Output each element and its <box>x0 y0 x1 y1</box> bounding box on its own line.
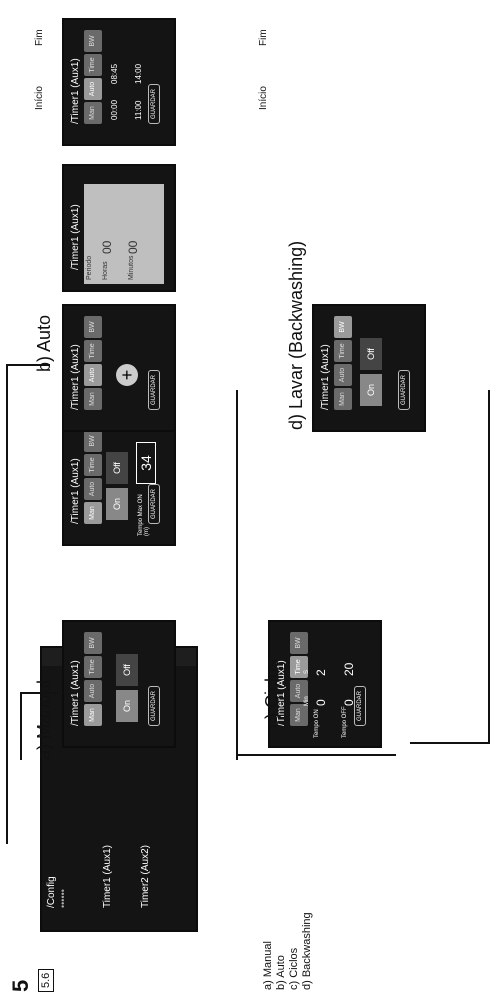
tab-man[interactable]: Man <box>84 704 102 726</box>
timer-title: /Timer1 (Aux1) <box>70 58 81 124</box>
on-button[interactable]: On <box>106 488 128 520</box>
save-button[interactable]: GUARDAR <box>354 686 366 726</box>
connector-line <box>6 364 8 844</box>
figure-number: 5 <box>8 980 34 992</box>
tab-auto[interactable]: Auto <box>84 478 102 500</box>
s-label: S <box>304 670 310 674</box>
config-title: /Config <box>46 876 57 908</box>
timer-title: /Timer1 (Aux1) <box>70 344 81 410</box>
fim-label: Fim <box>34 29 45 46</box>
tab-time[interactable]: Time <box>84 656 102 678</box>
connector-line <box>410 742 490 744</box>
fim-label-bottom: Fim <box>258 29 269 46</box>
legend-item: a) Manual <box>262 912 275 990</box>
tab-man[interactable]: Man <box>334 388 352 410</box>
figure-ref-box: 5.6 <box>38 969 54 992</box>
period-title: Periodo <box>86 256 93 280</box>
tab-bw[interactable]: BW <box>84 316 102 338</box>
menu-item-timer1[interactable]: Timer1 (Aux1) <box>102 845 113 908</box>
legend-item: d) Backwashing <box>301 912 314 990</box>
mode-tabs: Man Auto Time BW <box>84 430 102 524</box>
period-dialog-screen: /Timer1 (Aux1) Periodo Horas 00 Minutos … <box>62 164 176 292</box>
tab-auto[interactable]: Auto <box>84 364 102 386</box>
save-button[interactable]: GUARDAR <box>398 370 410 410</box>
time-slots-screen: /Timer1 (Aux1) Man Auto Time BW 00:00 08… <box>62 18 176 146</box>
mode-tabs: Man Auto Time BW <box>84 632 102 726</box>
manual-screen-1: /Timer1 (Aux1) Man Auto Time BW On Off G… <box>62 620 176 748</box>
timer-title: /Timer1 (Aux1) <box>70 458 81 524</box>
off-button[interactable]: Off <box>116 654 138 686</box>
inicio-label-bottom: Início <box>258 86 269 110</box>
mode-tabs: Man Auto Time BW <box>290 632 308 726</box>
save-button[interactable]: GUARDAR <box>148 686 160 726</box>
tab-bw[interactable]: BW <box>290 632 308 654</box>
tab-time[interactable]: Time <box>84 454 102 476</box>
tab-auto[interactable]: Auto <box>84 680 102 702</box>
connector-line <box>236 390 238 760</box>
on-button[interactable]: On <box>360 374 382 406</box>
timer-title: /Timer1 (Aux1) <box>320 344 331 410</box>
menu-item-timer2[interactable]: Timer2 (Aux2) <box>140 845 151 908</box>
horas-label: Horas <box>102 261 109 280</box>
slot-end-1[interactable]: 08:45 <box>110 64 119 84</box>
inicio-label: Início <box>34 86 45 110</box>
period-dialog: Periodo Horas 00 Minutos 00 <box>84 184 164 284</box>
tab-bw[interactable]: BW <box>84 430 102 452</box>
tab-time[interactable]: Time <box>84 340 102 362</box>
tab-time[interactable]: Time <box>334 340 352 362</box>
timer-title: /Timer1 (Aux1) <box>70 660 81 726</box>
horas-value[interactable]: 00 <box>100 241 114 254</box>
tab-time[interactable]: Time <box>290 656 308 678</box>
caption-ciclos: c) Ciclos <box>262 659 283 728</box>
tempo-on-label: Tempo ON <box>314 709 320 738</box>
auto-screen-1: /Timer1 (Aux1) Man Auto Time BW + GUARDA… <box>62 304 176 432</box>
caption-lavar: d) Lavar (Backwashing) <box>286 241 307 430</box>
password-dots: •••••• <box>58 889 68 908</box>
tab-bw[interactable]: BW <box>334 316 352 338</box>
tab-man[interactable]: Man <box>290 704 308 726</box>
save-button[interactable]: GUARDAR <box>148 370 160 410</box>
legend-item: b) Auto <box>275 912 288 990</box>
off-button[interactable]: Off <box>106 452 128 484</box>
add-icon[interactable]: + <box>116 364 138 386</box>
manual-screen-2: /Timer1 (Aux1) Man Auto Time BW On Off 3… <box>62 418 176 546</box>
tempo-max-on-value[interactable]: 34 <box>136 442 156 484</box>
mode-tabs: Man Auto Time BW <box>84 316 102 410</box>
on-min-value[interactable]: 0 <box>314 699 328 706</box>
lavar-screen: /Timer1 (Aux1) Man Auto Time BW On Off G… <box>312 304 426 432</box>
connector-line <box>20 692 22 760</box>
tab-man[interactable]: Man <box>84 388 102 410</box>
tempo-off-label: Tempo OFF <box>342 706 348 738</box>
connector-line <box>488 390 490 744</box>
slot-end-2[interactable]: 14:00 <box>134 64 143 84</box>
tab-man[interactable]: Man <box>84 102 102 124</box>
connector-line <box>6 364 50 366</box>
connector-line <box>236 754 396 756</box>
tab-bw[interactable]: BW <box>84 632 102 654</box>
min-label: Min <box>304 696 310 706</box>
tab-auto[interactable]: Auto <box>334 364 352 386</box>
tab-bw[interactable]: BW <box>84 30 102 52</box>
connector-line <box>20 692 58 694</box>
off-button[interactable]: Off <box>360 338 382 370</box>
legend-list: a) Manual b) Auto c) Ciclos d) Backwashi… <box>262 912 314 990</box>
on-s-value[interactable]: 2 <box>314 669 328 676</box>
tab-auto[interactable]: Auto <box>84 78 102 100</box>
save-button[interactable]: GUARDAR <box>148 84 160 124</box>
off-s-value[interactable]: 20 <box>342 663 356 676</box>
slot-start-1[interactable]: 00:00 <box>110 100 119 120</box>
slot-start-2[interactable]: 11:00 <box>134 101 143 120</box>
mode-tabs: Man Auto Time BW <box>334 316 352 410</box>
minutos-value[interactable]: 00 <box>126 241 140 254</box>
minutos-label: Minutos <box>128 255 135 280</box>
ciclos-screen: /Timer1 (Aux1) Man Auto Time BW Tempo ON… <box>268 620 382 748</box>
save-button[interactable]: GUARDAR <box>148 484 160 524</box>
on-button[interactable]: On <box>116 690 138 722</box>
timer-title: /Timer1 (Aux1) <box>70 204 81 270</box>
tab-man[interactable]: Man <box>84 502 102 524</box>
tab-time[interactable]: Time <box>84 54 102 76</box>
mode-tabs: Man Auto Time BW <box>84 30 102 124</box>
legend-item: c) Ciclos <box>288 912 301 990</box>
